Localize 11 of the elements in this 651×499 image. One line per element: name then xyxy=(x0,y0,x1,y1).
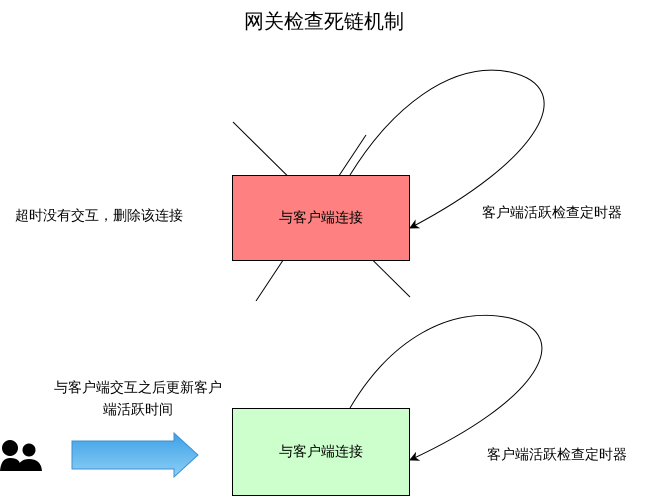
title: 网关检查死链机制 xyxy=(244,8,404,35)
edge-label: 与客户端交互之后更新客户端活跃时间 xyxy=(53,379,223,420)
loop-arrow xyxy=(350,314,542,460)
block-arrow xyxy=(72,432,199,478)
edge-label: 客户端活跃检查定时器 xyxy=(482,204,622,222)
people-icon xyxy=(0,438,42,472)
note-text: 超时没有交互，删除该连接 xyxy=(15,207,183,225)
loop-arrow xyxy=(350,70,545,228)
connection-box: 与客户端连接 xyxy=(232,175,410,261)
connection-box: 与客户端连接 xyxy=(232,408,410,496)
edge-label: 客户端活跃检查定时器 xyxy=(487,446,627,464)
